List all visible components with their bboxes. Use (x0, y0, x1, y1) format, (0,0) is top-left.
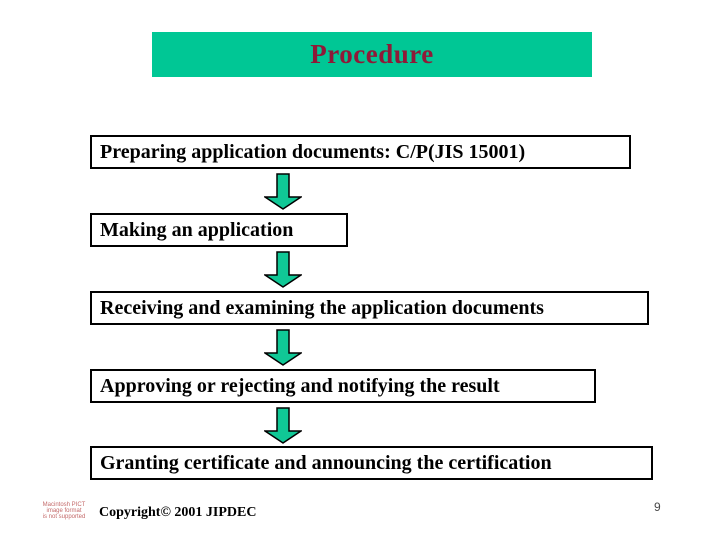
flow-step-making: Making an application (90, 213, 348, 247)
copyright-text: Copyright© 2001 JIPDEC (99, 505, 257, 520)
watermark-line: is not supported (42, 514, 86, 520)
down-arrow-icon (264, 407, 302, 444)
flow-step-approving: Approving or rejecting and notifying the… (90, 369, 596, 403)
down-arrow-icon (264, 251, 302, 288)
flow-step-label: Approving or rejecting and notifying the… (100, 374, 500, 397)
flow-step-preparing: Preparing application documents: C/P(JIS… (90, 135, 631, 169)
flow-step-label: Receiving and examining the application … (100, 296, 544, 319)
down-arrow-shape (264, 251, 302, 288)
down-arrow-shape (264, 173, 302, 210)
down-arrow-shape (264, 407, 302, 444)
watermark-line: image format (46, 508, 82, 514)
title-bar: Procedure (152, 32, 592, 77)
page-title: Procedure (310, 39, 434, 69)
down-arrow-icon (264, 329, 302, 366)
page-number: 9 (654, 500, 661, 514)
watermark-line: Macintosh PICT (42, 502, 86, 508)
pict-watermark: Macintosh PICT image format is not suppo… (30, 502, 98, 520)
flow-step-label: Granting certificate and announcing the … (100, 451, 552, 474)
down-arrow-icon (264, 173, 302, 210)
flow-step-granting: Granting certificate and announcing the … (90, 446, 653, 480)
flow-step-receiving: Receiving and examining the application … (90, 291, 649, 325)
flow-step-label: Making an application (100, 218, 294, 241)
flow-step-label: Preparing application documents: C/P(JIS… (100, 140, 526, 163)
down-arrow-shape (264, 329, 302, 366)
